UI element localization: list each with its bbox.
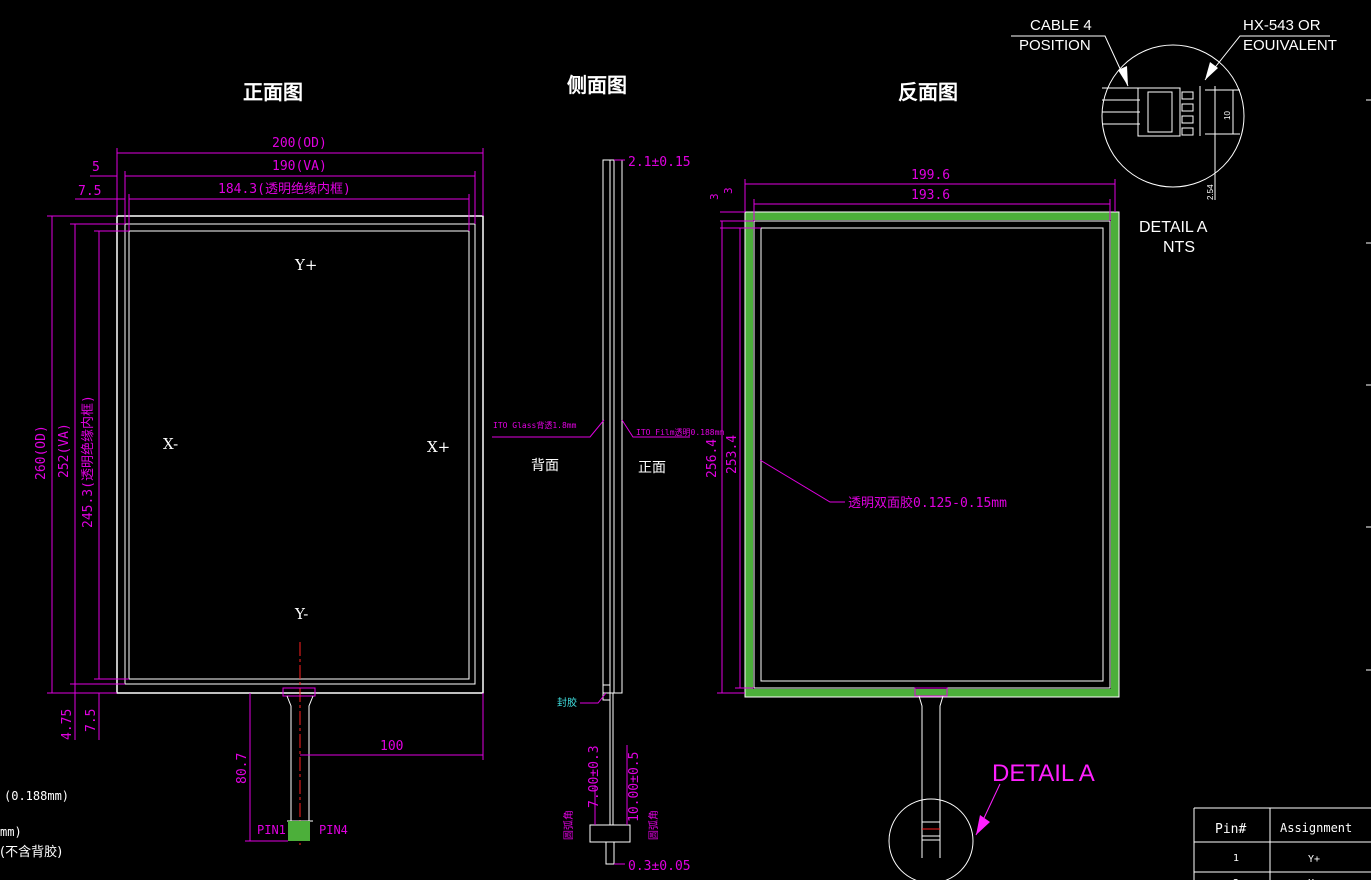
dim-0-3: 0.3±0.05 <box>628 859 691 874</box>
detail-a-cable <box>1102 86 1201 137</box>
connector-label-line2: EOUIVALENT <box>1243 37 1337 54</box>
back-view-title: 反面图 <box>898 80 958 104</box>
detail-callout: DETAIL A <box>888 760 1095 880</box>
dim-insulation-height: 245.3(透明绝缘内框) <box>80 395 96 528</box>
detail-a-circle <box>1101 44 1245 188</box>
back-adhesive-band <box>745 212 1119 697</box>
connector-label-line1: HX-543 OR <box>1243 17 1321 34</box>
right-edge-marks <box>1366 99 1371 671</box>
dim-insulation-width: 184.3(透明绝缘内框) <box>218 181 351 197</box>
dim-199-6: 199.6 <box>911 168 950 183</box>
dim-100: 100 <box>380 739 403 754</box>
note-line-1: (0.188mm) <box>4 789 69 803</box>
notes: (0.188mm) mm) (不含背胶) <box>0 789 69 860</box>
pin-table-row-2-pin: 2 <box>1233 878 1239 880</box>
detail-a-dimensions <box>1205 86 1240 200</box>
note-line-2: mm) <box>0 825 22 839</box>
back-dimensions <box>717 179 1116 694</box>
detail-a-dim-2-54: 2.54 <box>1206 184 1215 200</box>
cable-label-line1: CABLE 4 <box>1030 17 1092 34</box>
dim-10: 10.00±0.5 <box>627 752 642 822</box>
dim-od-width: 200(OD) <box>272 136 327 151</box>
front-view-title: 正面图 <box>243 80 303 104</box>
pin-table: Pin# Assignment 1 Y+ 2 X- <box>1193 807 1371 880</box>
detail-callout-text: DETAIL A <box>992 760 1095 787</box>
seal-note: 封胶 <box>557 696 577 709</box>
back-outer-outline <box>744 211 1120 698</box>
detail-callout-circle <box>888 798 974 880</box>
front-left-dimensions <box>47 215 129 740</box>
note-line-3: (不含背胶) <box>0 844 62 860</box>
front-fpc-contacts <box>288 821 310 841</box>
dim-3b: 3 <box>722 187 735 194</box>
stiffener-right-note: 圆弧角 <box>647 810 660 840</box>
front-face-label: 正面 <box>638 460 666 476</box>
back-dimension-text: 199.6 193.6 3 3 256.4 253.4 透明双面胶0.125-0… <box>705 168 1007 511</box>
label-y-plus: Y+ <box>294 256 317 274</box>
detail-a-labels: CABLE 4 POSITION HX-543 OR EOUIVALENT 10… <box>1019 17 1337 256</box>
back-face-label: 背面 <box>531 458 559 474</box>
dim-va-height: 252(VA) <box>57 423 72 478</box>
back-view: 199.6 193.6 3 3 256.4 253.4 透明双面胶0.125-0… <box>705 168 1120 880</box>
pin-table-header-pin: Pin# <box>1215 822 1246 837</box>
front-top-dimension-text: 200(OD) 190(VA) 184.3(透明绝缘内框) 5 7.5 <box>78 136 351 199</box>
detail-a-title: DETAIL A <box>1139 219 1208 236</box>
front-top-dimensions <box>75 148 484 231</box>
side-view-title: 侧面图 <box>567 73 627 97</box>
front-left-dimension-text: 260(OD) 252(VA) 245.3(透明绝缘内框) 4.75 7.5 <box>34 395 99 740</box>
dim-253-4: 253.4 <box>725 435 740 474</box>
pin-table-row-1-assignment: Y+ <box>1308 854 1320 865</box>
detail-a-scale: NTS <box>1163 239 1195 256</box>
dim-4-75: 4.75 <box>60 709 75 740</box>
dim-7-5-top: 7.5 <box>78 184 101 199</box>
front-view: 200(OD) 190(VA) 184.3(透明绝缘内框) 5 7.5 260(… <box>34 136 484 845</box>
side-outline <box>589 159 631 865</box>
pin-table-row-2-assignment: X- <box>1308 878 1320 880</box>
label-x-plus: X+ <box>427 438 450 456</box>
side-view: 2.1±0.15 ITO Glass背透1.8mm ITO Film透明0.18… <box>492 155 724 874</box>
dim-thickness: 2.1±0.15 <box>628 155 691 170</box>
dim-od-height: 260(OD) <box>34 425 49 480</box>
ito-glass-note: ITO Glass背透1.8mm <box>493 420 577 430</box>
pin-table-row-1-pin: 1 <box>1233 853 1239 864</box>
adhesive-note: 透明双面胶0.125-0.15mm <box>848 495 1007 511</box>
pin4-label: PIN4 <box>319 823 348 837</box>
side-dimensions <box>492 159 690 865</box>
back-va-outline <box>760 227 1104 682</box>
pin-table-header-assignment: Assignment <box>1280 821 1352 835</box>
side-face-labels: 背面 正面 <box>531 458 666 476</box>
back-fpc-tail <box>914 687 948 800</box>
front-fpc-dimensions <box>245 693 484 842</box>
front-axis-labels: Y+ Y- X- X+ <box>163 256 450 623</box>
view-titles: 正面图 侧面图 反面图 <box>243 73 958 104</box>
dim-80-7: 80.7 <box>235 753 250 784</box>
front-insulation-outline <box>128 230 470 680</box>
label-y-minus: Y- <box>294 605 308 623</box>
dim-va-width: 190(VA) <box>272 159 327 174</box>
dim-193-6: 193.6 <box>911 188 950 203</box>
front-fpc-text: 100 80.7 PIN1 PIN4 <box>235 739 403 837</box>
detail-a-view: CABLE 4 POSITION HX-543 OR EOUIVALENT 10… <box>1011 17 1337 256</box>
cable-label-line2: POSITION <box>1019 37 1091 54</box>
dim-7-5-bottom: 7.5 <box>84 709 99 732</box>
detail-a-dim-10: 10 <box>1223 111 1232 120</box>
dim-256-4: 256.4 <box>705 439 720 478</box>
dim-5: 5 <box>92 160 100 175</box>
dim-3a: 3 <box>708 193 721 200</box>
dim-7: 7.00±0.3 <box>587 745 602 808</box>
pin1-label: PIN1 <box>257 823 286 837</box>
ito-film-note: ITO Film透明0.188mm <box>636 428 724 437</box>
label-x-minus: X- <box>163 435 178 453</box>
side-text: 2.1±0.15 ITO Glass背透1.8mm ITO Film透明0.18… <box>493 155 724 874</box>
stiffener-left-note: 圆弧角 <box>562 810 575 840</box>
